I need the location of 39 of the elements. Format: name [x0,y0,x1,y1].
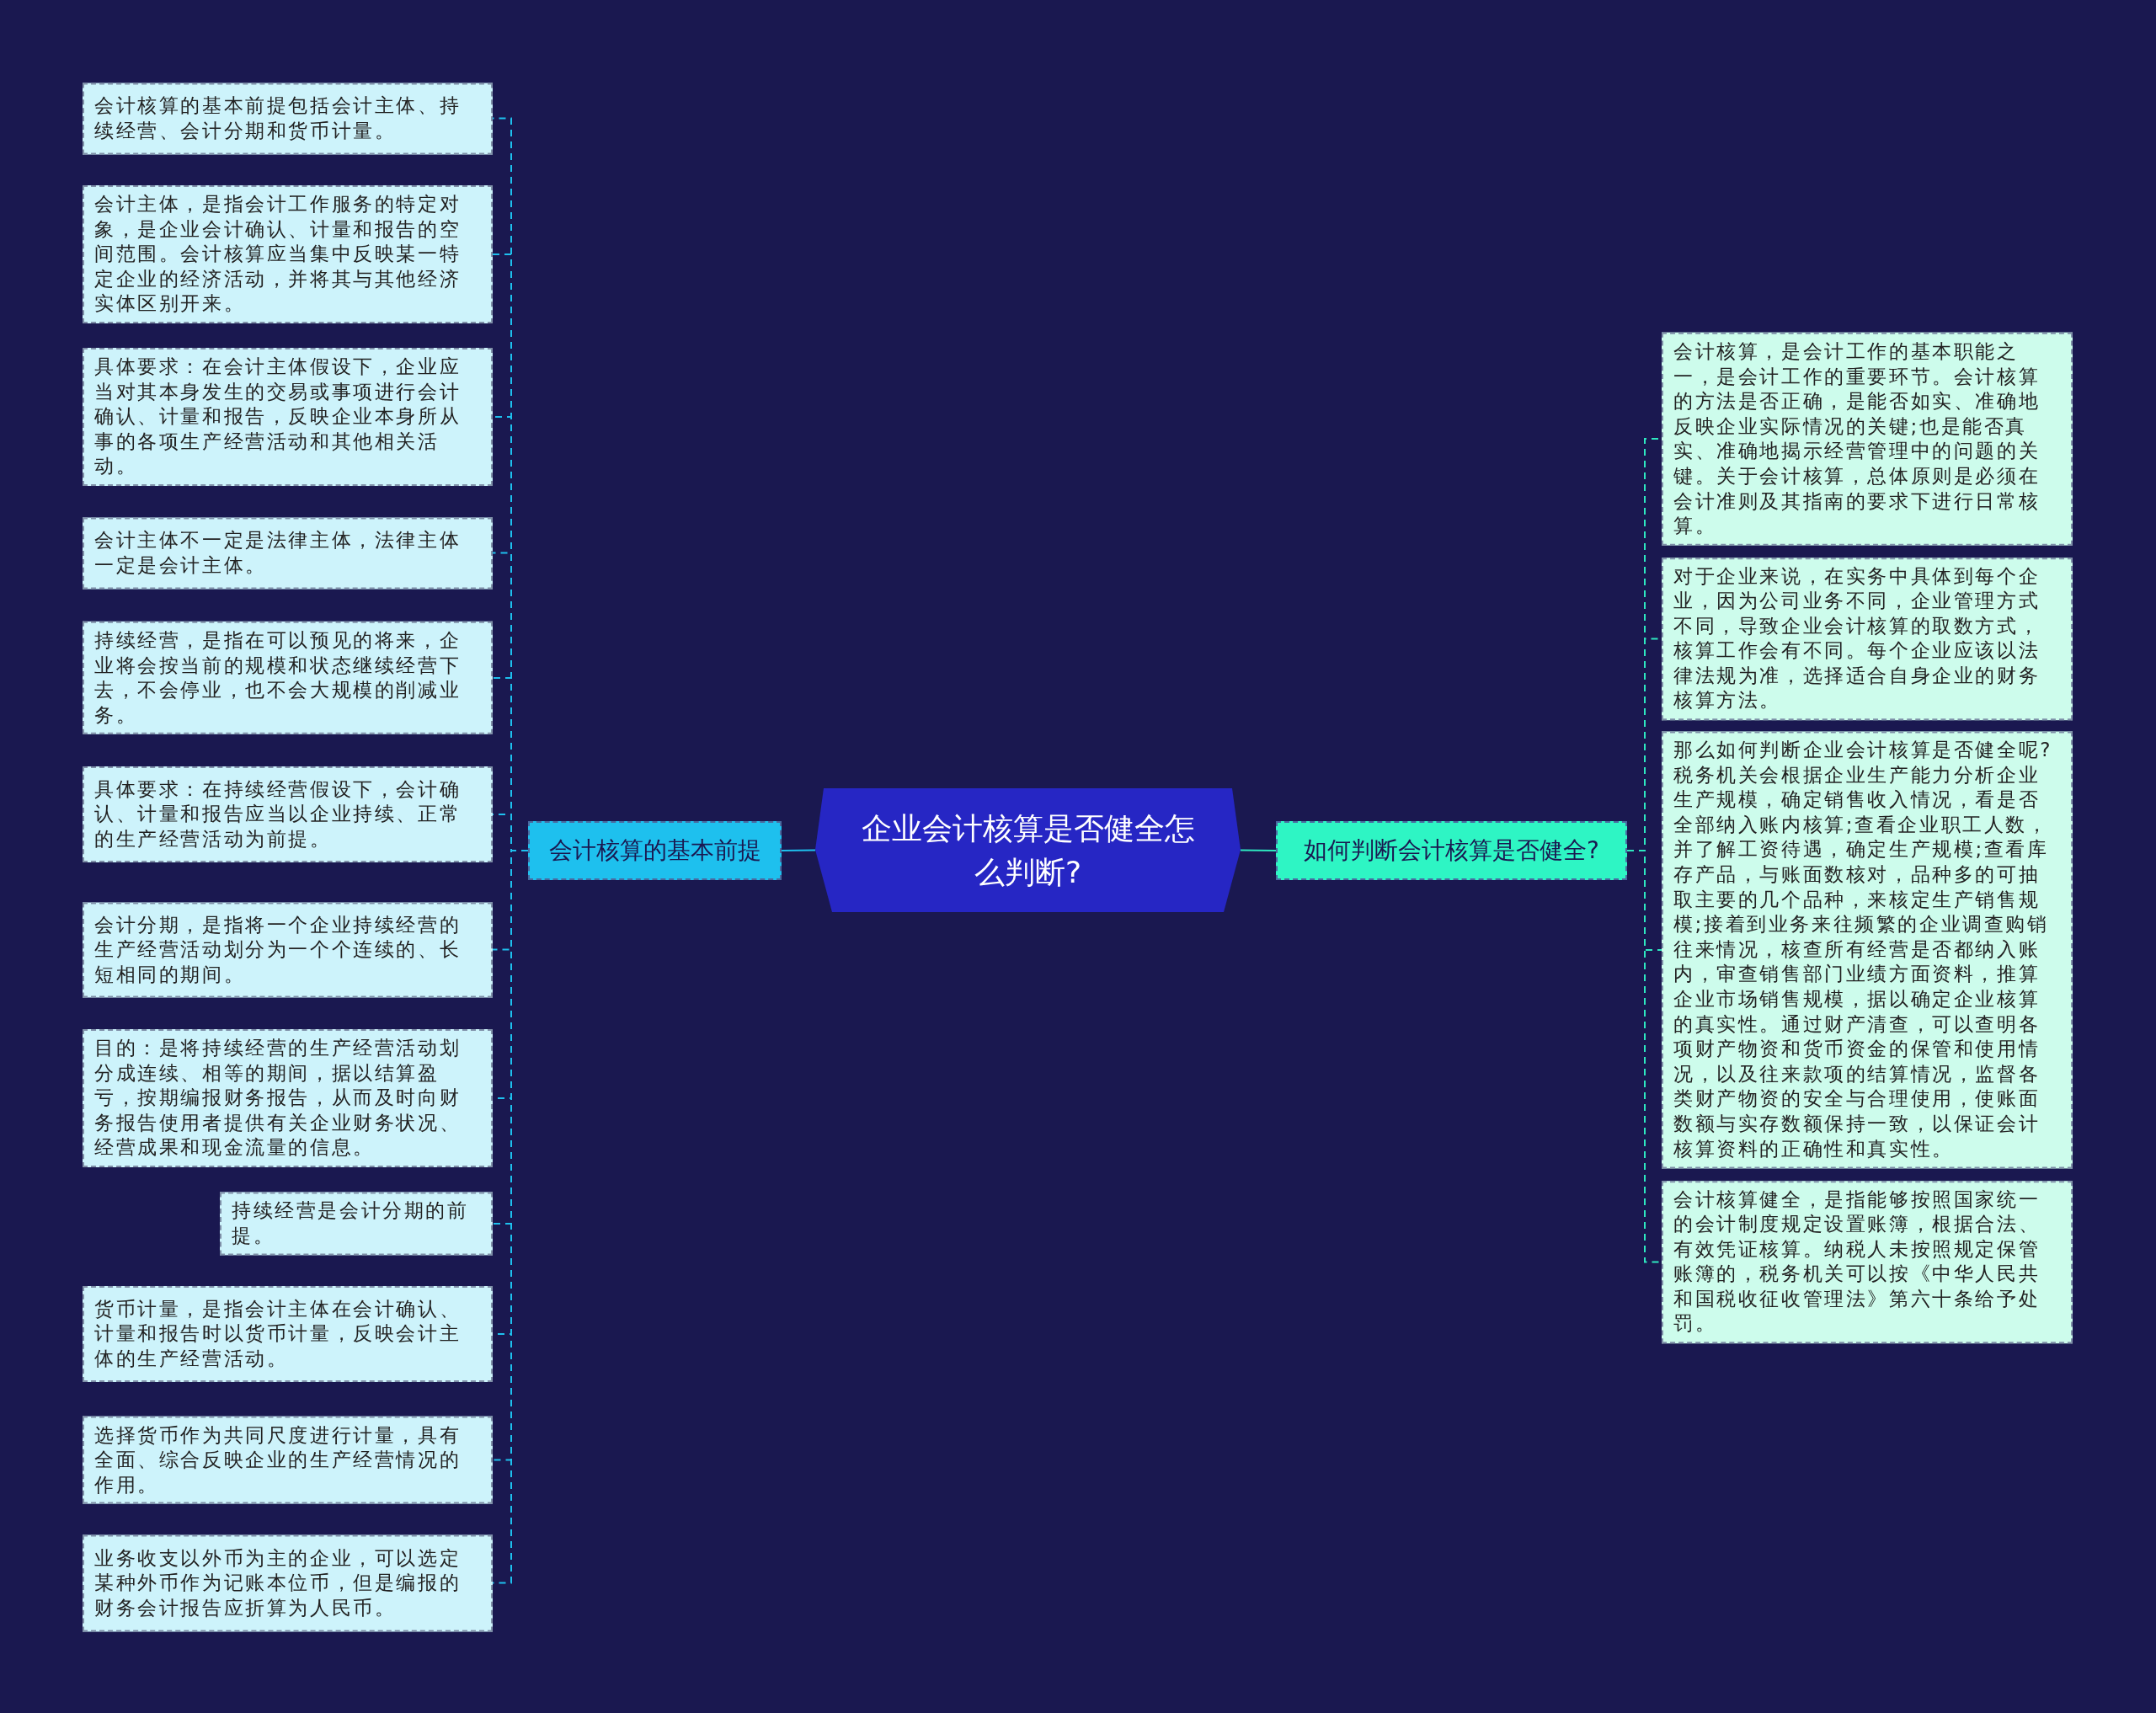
branch-box [1276,821,1627,880]
note-box [83,621,493,735]
note-text: 会计核算健全，是指能够按照国家统一的会计制度规定设置账簿，根据合法、有效凭证核算。纳税人未按照规定保管账簿的，税务机关可以按《中华人民共和国税收征收管理法》第六十条给予处罚。 [1673,1187,2041,1337]
note-text: 具体要求：在持续经营假设下，会计确认、计量和报告应当以企业持续、正常的生产经营活动为前提。 [94,776,462,851]
note-box [83,348,493,486]
note-text: 具体要求：在会计主体假设下，企业应当对其本身发生的交易或事项进行会计确认、计量和报告，反映企业本身所从事的各项生产经营活动和其他相关活动。 [94,355,462,479]
note-text: 目的：是将持续经营的生产经营活动划分成连续、相等的期间，据以结算盈亏，按期编报财务报告，从而及时向财务报告使用者提供有关企业财务状况、经营成果和现金流量的信息。 [94,1036,462,1161]
note-box [1662,332,2073,546]
note-box [220,1192,493,1256]
note-box [83,517,493,589]
note-box [83,902,493,997]
note-box [83,1534,493,1631]
connector-line [781,849,816,851]
note-text: 持续经营，是指在可以预见的将来，企业将会按当前的规模和状态继续经营下去，不会停业，也不会大规模的削减业务。 [94,627,462,728]
topic-hexagon [815,788,1241,912]
note-text: 选择货币作为共同尺度进行计量，具有全面、综合反映企业的生产经营情况的作用。 [94,1422,462,1497]
note-box [1662,557,2073,721]
branch-text: 如何判断会计核算是否健全? [1304,835,1599,866]
note-box [1662,1180,2073,1344]
note-text: 对于企业来说，在实务中具体到每个企业，因为公司业务不同，企业管理方式不同，导致企业会计核算的取数方式，核算工作会有不同。每个企业应该以法律法规为准，选择适合自身企业的财务核算方法。 [1673,563,2041,713]
note-text: 会计主体，是指会计工作服务的特定对象，是企业会计确认、计量和报告的空间范围。会计核算应当集中反映某一特定企业的经济活动，并将其与其他经济实体区别开来。 [94,192,462,317]
note-box [83,766,493,862]
note-text: 持续经营是会计分期的前提。 [232,1198,470,1248]
note-box [83,83,493,154]
note-box [83,1286,493,1382]
connector-line [1240,849,1277,851]
note-text: 会计核算，是会计工作的基本职能之一，是会计工作的重要环节。会计核算的方法是否正确，是能否如实、准确地反映企业实际情况的关键;也是能否真实、准确地揭示经营管理中的问题的关键。关于会计核算，总体原则是必须在会计准则及其指南的要求下进行日常核算。 [1673,339,2041,538]
note-box [83,1416,493,1504]
note-text: 会计分期，是指将一个企业持续经营的生产经营活动划分为一个个连续的、长短相同的期间。 [94,912,462,987]
branch-text: 会计核算的基本前提 [548,835,761,866]
note-box [83,1029,493,1167]
topic-text: 企业会计核算是否健全怎么判断? [860,809,1196,891]
note-text: 货币计量，是指会计主体在会计确认、计量和报告时以货币计量，反映会计主体的生产经营活动。 [94,1296,462,1371]
note-box [83,185,493,323]
note-text: 会计主体不一定是法律主体，法律主体一定是会计主体。 [94,527,462,578]
branch-box [528,821,782,880]
note-text: 会计核算的基本前提包括会计主体、持续经营、会计分期和货币计量。 [94,93,462,143]
note-text: 业务收支以外币为主的企业，可以选定某种外币作为记账本位币，但是编报的财务会计报告应折算为人民币。 [94,1545,462,1620]
note-text: 那么如何判断企业会计核算是否健全呢?税务机关会根据企业生产能力分析企业生产规模，确定销售收入情况，看是否全部纳入账内核算;查看企业职工人数，并了解工资待遇，确定生产规模;查看库存产品，与账面数核对，品种多的可抽取主要的几个品种，来核定生产销售规模;接着到业务来往频繁的企业调查购销往来情况，核查所有经营是否都纳入账内，审查销售部门业绩方面资料，推算企业市场销售规模，据以确定企业核算的真实性。通过财产清查，可以查明各项财产物资和货币资金的保管和使用情况，以及往来款项的结算情况，监督各类财产物资的安全与合理使用，使账面数额与实存数额保持一致，以保证会计核算资料的正确性和真实性。 [1673,738,2053,1161]
